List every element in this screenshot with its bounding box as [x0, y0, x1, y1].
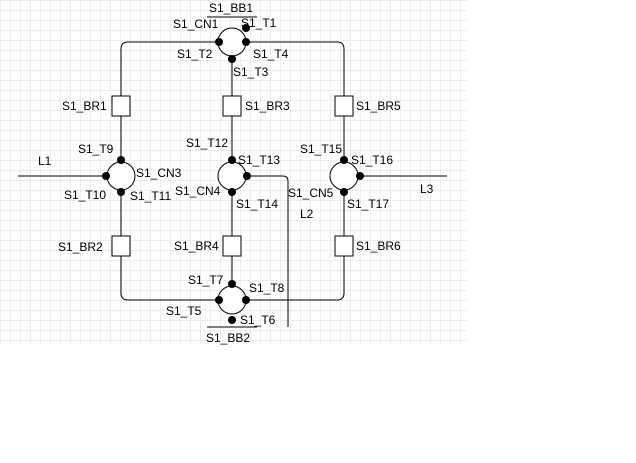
terminal-t2[interactable] [215, 38, 223, 46]
label-t13: S1_T13 [238, 153, 280, 167]
terminal-t12[interactable] [228, 156, 236, 164]
terminal-t3[interactable] [228, 55, 236, 63]
label-cn3: S1_CN3 [136, 166, 182, 180]
label-t15: S1_T15 [300, 142, 342, 156]
label-br6: S1_BR6 [356, 239, 401, 253]
label-br1: S1_BR1 [62, 99, 107, 113]
label-t2: S1_T2 [177, 47, 213, 61]
label-cn1: S1_CN1 [173, 17, 219, 31]
terminal-t13[interactable] [243, 172, 251, 180]
label-bb1: S1_BB1 [209, 1, 253, 15]
breaker-br4[interactable] [222, 235, 242, 257]
label-t9: S1_T9 [78, 142, 114, 156]
label-l3: L3 [420, 182, 434, 196]
label-l1: L1 [38, 154, 52, 168]
breaker-br3[interactable] [222, 95, 242, 117]
breaker-br2[interactable] [111, 235, 131, 257]
label-cn4: S1_CN4 [175, 184, 221, 198]
terminal-t14[interactable] [228, 188, 236, 196]
label-t11: S1_T11 [130, 189, 171, 203]
label-t14: S1_T14 [236, 197, 278, 211]
label-t10: S1_T10 [64, 188, 106, 202]
label-t16: S1_T16 [351, 153, 393, 167]
terminal-t17[interactable] [340, 188, 348, 196]
label-t6: S1_T6 [240, 313, 276, 327]
node-cn3[interactable] [106, 161, 136, 191]
breaker-br1[interactable] [111, 95, 131, 117]
label-t1: S1_T1 [241, 16, 277, 30]
label-br2: S1_BR2 [58, 240, 103, 254]
label-t5: S1_T5 [166, 304, 202, 318]
terminal-t5[interactable] [215, 296, 223, 304]
terminal-t9[interactable] [117, 156, 125, 164]
label-t17: S1_T17 [347, 197, 389, 211]
label-t3: S1_T3 [233, 65, 269, 79]
terminal-t4[interactable] [242, 38, 250, 46]
terminal-t16[interactable] [356, 172, 364, 180]
breaker-br5[interactable] [334, 95, 354, 117]
label-t12: S1_T12 [186, 136, 228, 150]
terminal-t8[interactable] [242, 296, 250, 304]
wires [18, 16, 447, 328]
label-t8: S1_T8 [249, 281, 285, 295]
label-br4: S1_BR4 [174, 239, 219, 253]
terminal-t11[interactable] [117, 188, 125, 196]
terminal-t7[interactable] [228, 280, 236, 288]
label-cn5: S1_CN5 [288, 186, 334, 200]
terminal-t15[interactable] [340, 156, 348, 164]
breaker-br6[interactable] [334, 235, 354, 257]
label-l2: L2 [300, 207, 314, 221]
label-br3: S1_BR3 [245, 99, 290, 113]
terminal-t6[interactable] [228, 316, 236, 324]
label-t4: S1_T4 [253, 47, 289, 61]
label-bb2: S1_BB2 [206, 331, 250, 345]
terminal-t10[interactable] [102, 172, 110, 180]
label-t7: S1_T7 [188, 273, 224, 287]
label-br5: S1_BR5 [356, 99, 401, 113]
terminal-t1[interactable] [242, 24, 250, 32]
